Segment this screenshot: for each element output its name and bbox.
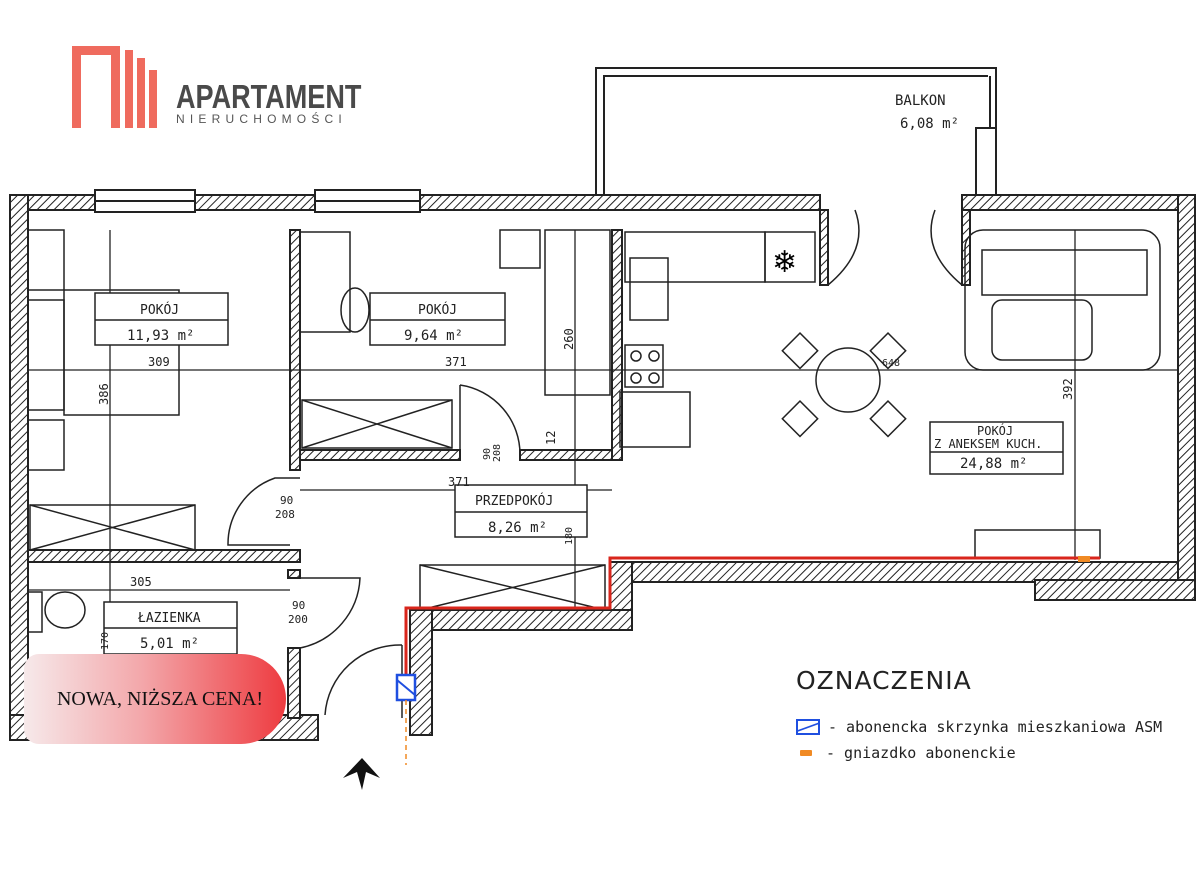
subscriber-box-icon xyxy=(796,719,820,735)
dim-386: 386 xyxy=(97,383,111,405)
legend-title: OZNACZENIA xyxy=(796,666,972,695)
legend-item-socket: - gniazdko abonenckie xyxy=(796,744,1016,762)
logo-mark-icon xyxy=(72,46,157,128)
door1-width: 90 xyxy=(482,448,493,460)
fridge-snowflake-icon: ❄ xyxy=(772,245,797,280)
cable-route xyxy=(404,556,1100,680)
legend-item-asm: - abonencka skrzynka mieszkaniowa ASM xyxy=(796,718,1162,736)
legend-item-text: - abonencka skrzynka mieszkaniowa ASM xyxy=(828,718,1163,736)
door2-height: 208 xyxy=(275,508,295,521)
dim-180: 180 xyxy=(564,527,575,545)
door1-height: 208 xyxy=(492,444,503,462)
legend-item-text: - gniazdko abonenckie xyxy=(826,744,1016,762)
salon-name-2: Z ANEKSEM KUCH. xyxy=(934,437,1042,451)
socket-icon xyxy=(800,750,812,756)
pokoj1-area: 11,93 m² xyxy=(127,328,194,344)
lazienka-name: ŁAZIENKA xyxy=(137,611,201,626)
balcony xyxy=(595,67,997,195)
dim-12: 12 xyxy=(544,431,558,445)
dim-392: 392 xyxy=(1061,378,1075,400)
door3-height: 200 xyxy=(288,613,308,626)
salon-name-1: POKÓJ xyxy=(977,423,1013,438)
pokoj1-name: POKÓJ xyxy=(140,302,179,318)
pokoj2-area: 9,64 m² xyxy=(404,328,463,344)
logo-title: APARTAMENT xyxy=(176,78,362,115)
przedpokoj-area: 8,26 m² xyxy=(488,520,547,536)
lazienka-area: 5,01 m² xyxy=(140,636,199,652)
door3-width: 90 xyxy=(292,599,305,612)
pokoj2-name: POKÓJ xyxy=(418,302,457,318)
dim-648: 648 xyxy=(882,358,900,369)
dim-309: 309 xyxy=(148,355,170,369)
furniture xyxy=(27,229,1161,633)
price-badge: NOWA, NIŻSZA CENA! xyxy=(24,654,286,744)
dim-371b: 371 xyxy=(448,475,470,489)
entrance-arrow-icon xyxy=(343,758,380,790)
przedpokoj-name: PRZEDPOKÓJ xyxy=(475,493,553,509)
salon-area: 24,88 m² xyxy=(960,456,1027,472)
balkon-name: BALKON xyxy=(895,93,946,109)
price-badge-text: NOWA, NIŻSZA CENA! xyxy=(56,687,264,710)
balkon-area: 6,08 m² xyxy=(900,116,959,132)
doors xyxy=(227,209,963,718)
dim-371a: 371 xyxy=(445,355,467,369)
dim-260: 260 xyxy=(562,328,576,350)
socket-icon xyxy=(1078,556,1090,562)
dim-305: 305 xyxy=(130,575,152,589)
door2-width: 90 xyxy=(280,494,293,507)
logo-subtitle: NIERUCHOMOŚCI xyxy=(176,112,347,126)
room-label-boxes xyxy=(94,292,1064,655)
dim-170: 170 xyxy=(100,632,111,650)
windows xyxy=(94,189,421,213)
